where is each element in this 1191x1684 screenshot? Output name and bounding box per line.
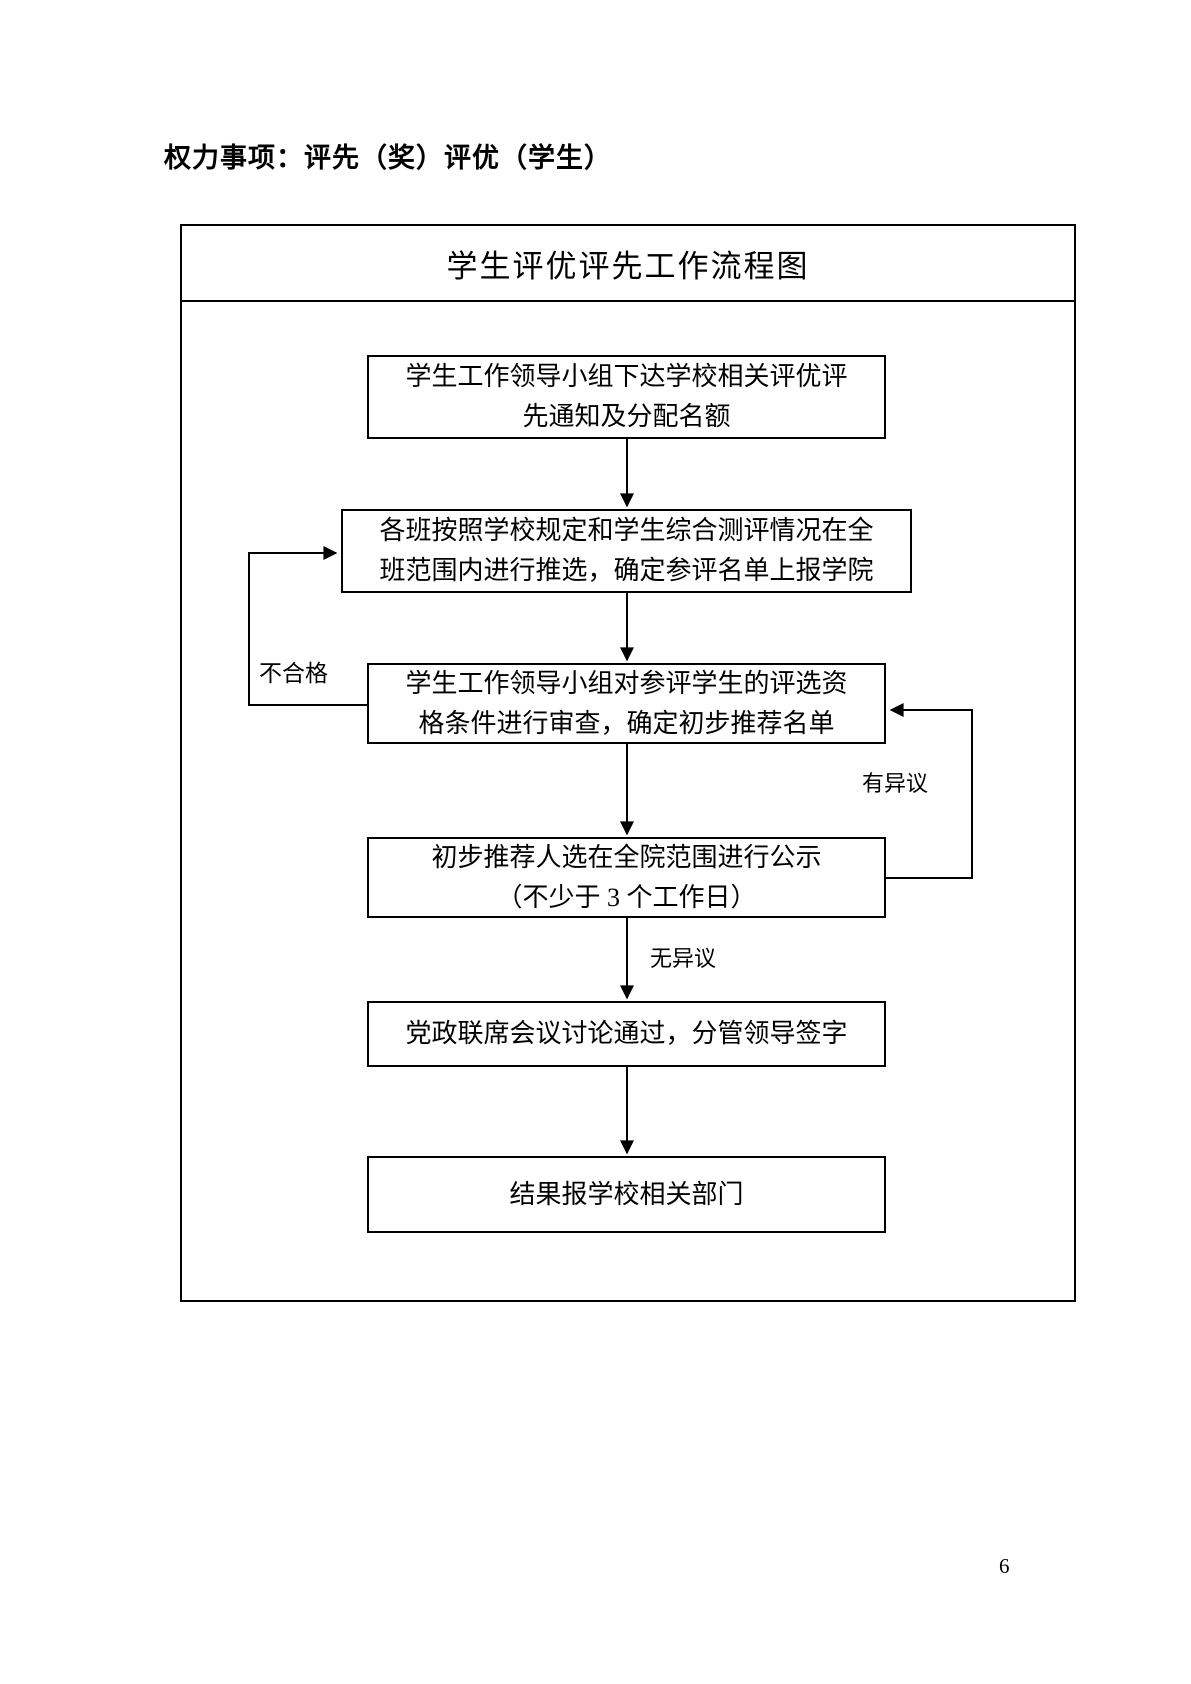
edge-label-fail: 不合格 <box>257 661 330 687</box>
flow-node-publicity: 初步推荐人选在全院范围进行公示 （不少于 3 个工作日） <box>367 837 886 918</box>
flow-node-text: 格条件进行审查，确定初步推荐名单 <box>418 708 835 738</box>
flow-node-notify: 学生工作领导小组下达学校相关评优评 先通知及分配名额 <box>367 355 886 439</box>
page-number: 6 <box>999 1554 1010 1578</box>
page-heading: 权力事项：评先（奖）评优（学生） <box>164 143 612 173</box>
flowchart-title-band: 学生评优评先工作流程图 <box>182 226 1074 302</box>
flow-node-text: 党政联席会议讨论通过，分管领导签字 <box>405 1019 848 1048</box>
flow-node-text: 学生工作领导小组对参评学生的评选资 <box>405 668 848 698</box>
flow-node-text: （不少于 3 个工作日） <box>496 882 757 912</box>
flow-node-text: 班范围内进行推选，确定参评名单上报学院 <box>379 556 874 585</box>
flowchart-title: 学生评优评先工作流程图 <box>446 248 810 284</box>
edge-label-no-objection: 无异议 <box>648 946 719 972</box>
flow-node-recommend: 各班按照学校规定和学生综合测评情况在全 班范围内进行推选，确定参评名单上报学院 <box>341 509 912 593</box>
flow-node-text: 初步推荐人选在全院范围进行公示 <box>431 842 822 872</box>
flow-node-text: 各班按照学校规定和学生综合测评情况在全 <box>379 516 874 545</box>
flow-node-review: 学生工作领导小组对参评学生的评选资 格条件进行审查，确定初步推荐名单 <box>367 663 886 744</box>
edge-label-objection: 有异议 <box>860 771 931 797</box>
flow-node-text: 先通知及分配名额 <box>522 402 731 431</box>
flow-node-report: 结果报学校相关部门 <box>367 1156 886 1233</box>
flow-node-text: 结果报学校相关部门 <box>509 1179 744 1209</box>
flow-node-meeting: 党政联席会议讨论通过，分管领导签字 <box>367 1001 886 1067</box>
flowchart-frame: 学生评优评先工作流程图 <box>180 224 1076 1302</box>
flow-node-text: 学生工作领导小组下达学校相关评优评 <box>405 362 848 391</box>
